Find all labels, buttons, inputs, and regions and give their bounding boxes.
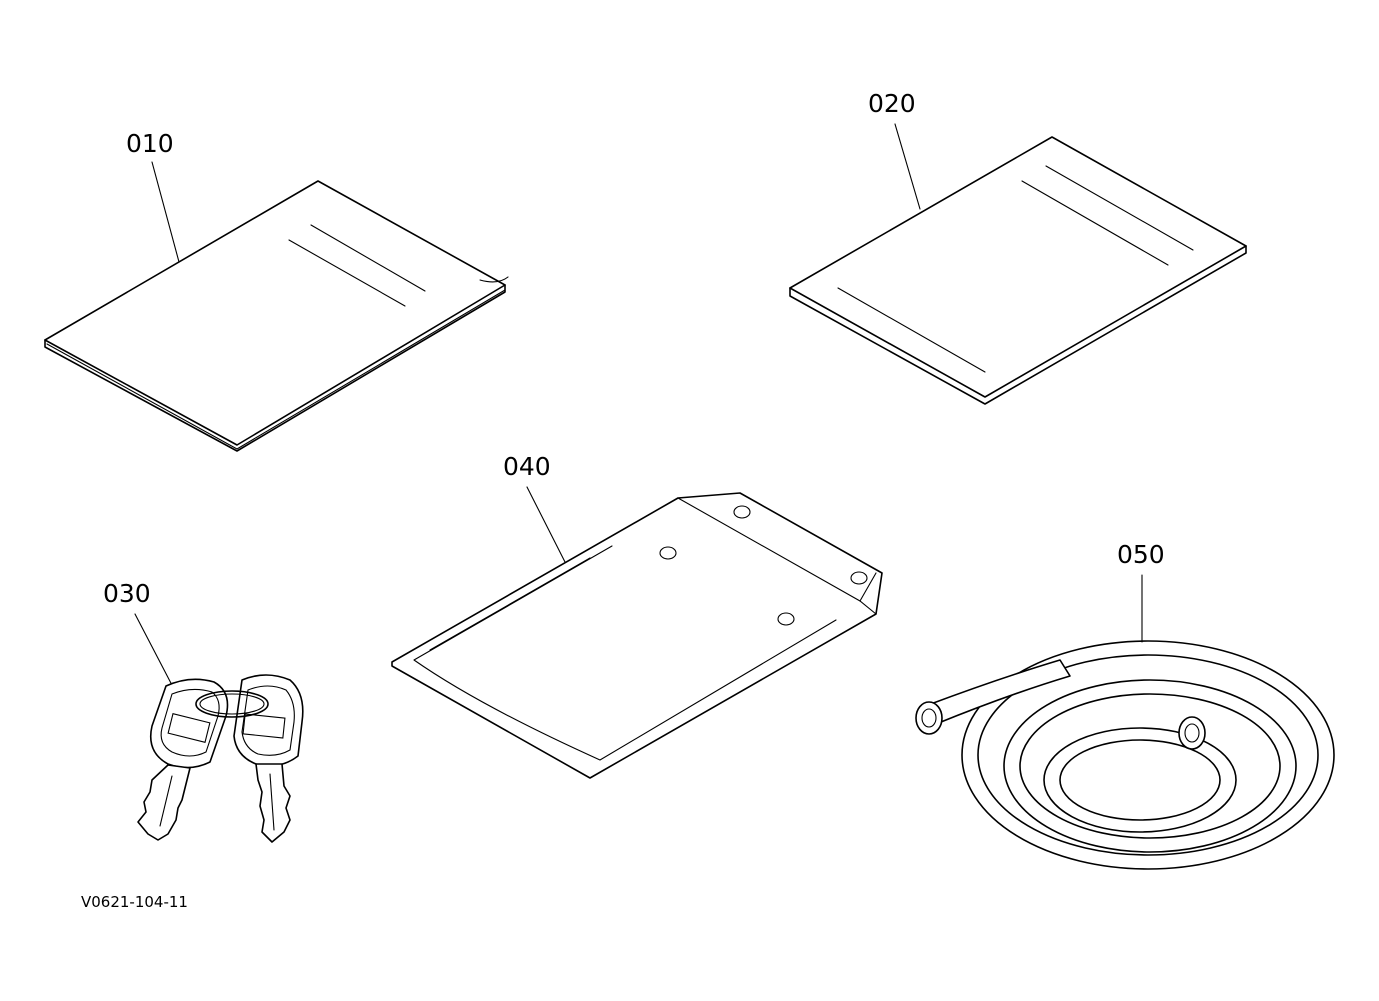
keys-icon: [137, 674, 304, 843]
part-label-050: 050: [1117, 540, 1165, 569]
part-020: 020: [789, 89, 1247, 405]
leader-line-040: [526, 486, 566, 563]
part-label-010: 010: [126, 129, 174, 158]
leader-line-010: [151, 161, 180, 263]
booklet-icon: [44, 180, 509, 452]
part-050: 050: [915, 540, 1335, 870]
leader-line-030: [134, 613, 175, 690]
manual-icon: [789, 136, 1247, 405]
part-010: 010: [44, 129, 509, 452]
part-040: 040: [391, 452, 883, 779]
document-pouch-icon: [391, 492, 883, 779]
part-label-040: 040: [503, 452, 551, 481]
part-label-020: 020: [868, 89, 916, 118]
leader-line-020: [894, 123, 921, 210]
part-label-030: 030: [103, 579, 151, 608]
hose-coil-icon: [915, 640, 1335, 870]
part-030: 030: [103, 579, 304, 843]
drawing-reference-code: V0621-104-11: [81, 893, 188, 911]
